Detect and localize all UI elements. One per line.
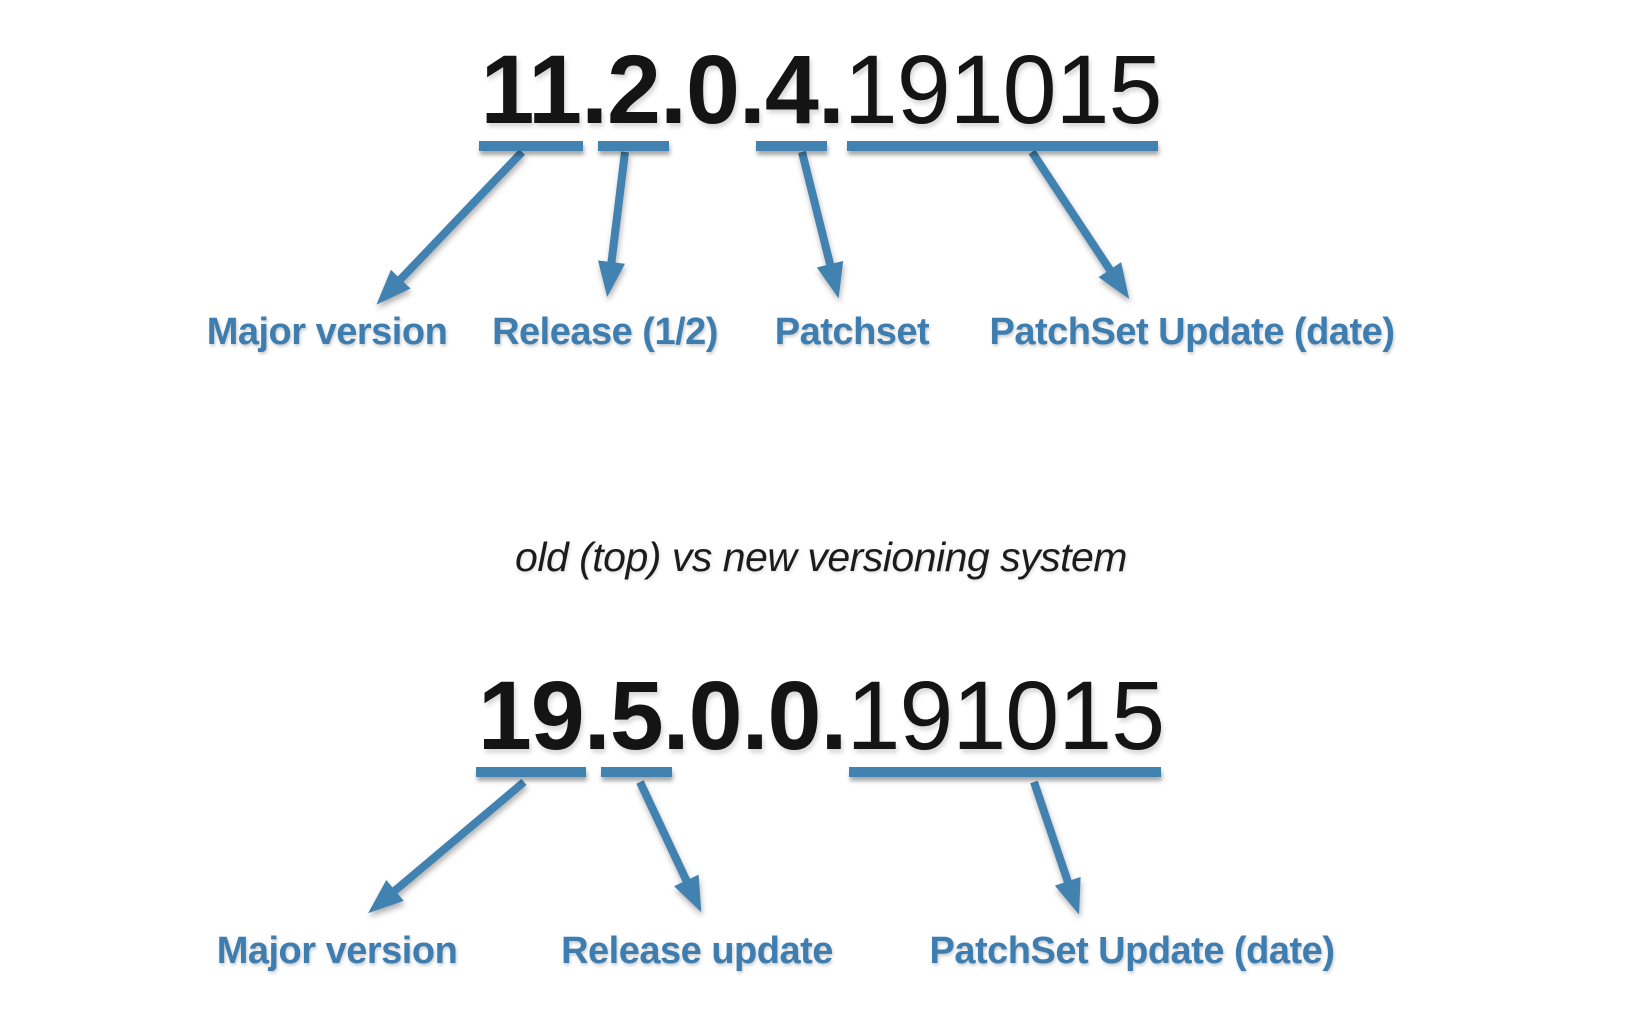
label-old-psu: PatchSet Update (date) xyxy=(989,311,1395,353)
label-new-psu: PatchSet Update (date) xyxy=(929,930,1335,972)
new-psu-segment: 191015 xyxy=(846,661,1165,777)
new-dot-2: . xyxy=(662,661,690,770)
old-release-segment: 2 xyxy=(598,35,669,151)
old-major-segment: 11 xyxy=(478,35,583,151)
old-zero-segment: 0 xyxy=(685,35,740,144)
new-major-segment: 19 xyxy=(475,661,586,777)
label-new-major-version: Major version xyxy=(216,930,458,972)
arrow-old-major-version-icon xyxy=(376,149,525,305)
new-zero-1-segment: 0 xyxy=(688,661,743,770)
label-old-release: Release (1/2) xyxy=(492,311,718,353)
label-old-major-version: Major version xyxy=(206,311,448,353)
arrow-new-release-icon xyxy=(636,780,702,913)
old-patchset-segment: 4 xyxy=(755,35,827,151)
arrow-old-psu-icon xyxy=(1028,149,1130,300)
new-version-number: 19.5.0.0.191015 xyxy=(0,661,1642,777)
old-version-number: 11.2.0.4.191015 xyxy=(0,35,1642,151)
new-dot-4: . xyxy=(820,661,847,770)
old-psu-segment: 191015 xyxy=(843,35,1162,151)
arrow-old-patchset-icon xyxy=(798,151,844,299)
old-dot-3: . xyxy=(738,35,766,144)
label-old-patchset: Patchset xyxy=(774,311,930,353)
new-zero-2-segment: 0 xyxy=(767,661,822,770)
arrow-new-major-version-icon xyxy=(368,778,527,914)
new-dot-1: . xyxy=(583,661,611,770)
new-release-segment: 5 xyxy=(600,661,672,777)
arrow-new-psu-icon xyxy=(1030,780,1081,915)
caption-old-vs-new: old (top) vs new versioning system xyxy=(515,534,1127,580)
new-dot-3: . xyxy=(741,661,769,770)
old-dot-2: . xyxy=(660,35,687,144)
label-new-release: Release update xyxy=(561,930,833,972)
old-dot-1: . xyxy=(581,35,608,144)
old-dot-4: . xyxy=(817,35,845,144)
arrow-old-release-icon xyxy=(597,151,629,297)
